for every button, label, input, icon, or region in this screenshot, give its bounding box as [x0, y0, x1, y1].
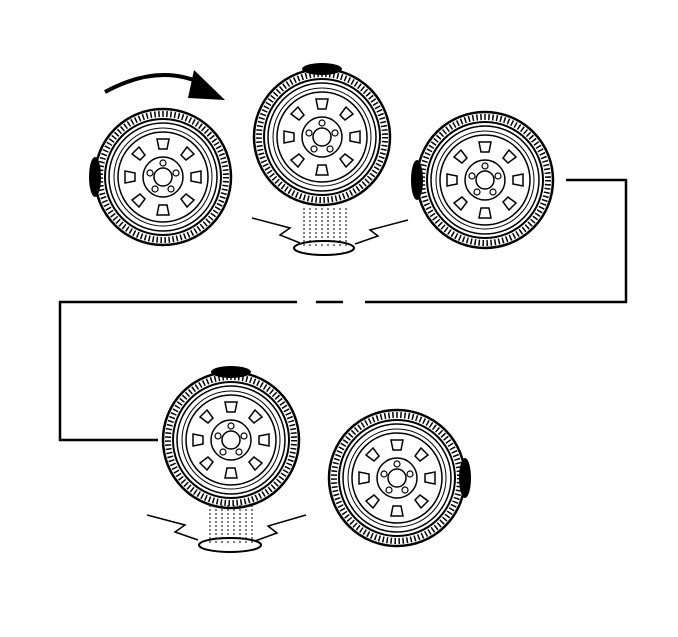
wheel-3: [411, 112, 553, 248]
vibration-marks: [251, 208, 409, 256]
wheel-1: [89, 109, 231, 245]
broken-connector-line: [58, 178, 628, 442]
heavy-spot-marker: [411, 160, 423, 200]
heavy-spot-marker: [459, 458, 471, 498]
wheel-5: [329, 410, 471, 546]
heavy-spot-marker: [211, 366, 251, 378]
heavy-spot-marker: [302, 63, 342, 75]
wheel-4: [163, 366, 299, 508]
heavy-spot-marker: [89, 157, 101, 197]
wheel-2: [254, 63, 390, 205]
curved-arrow-icon: [104, 70, 225, 100]
vibration-marks: [146, 505, 307, 553]
